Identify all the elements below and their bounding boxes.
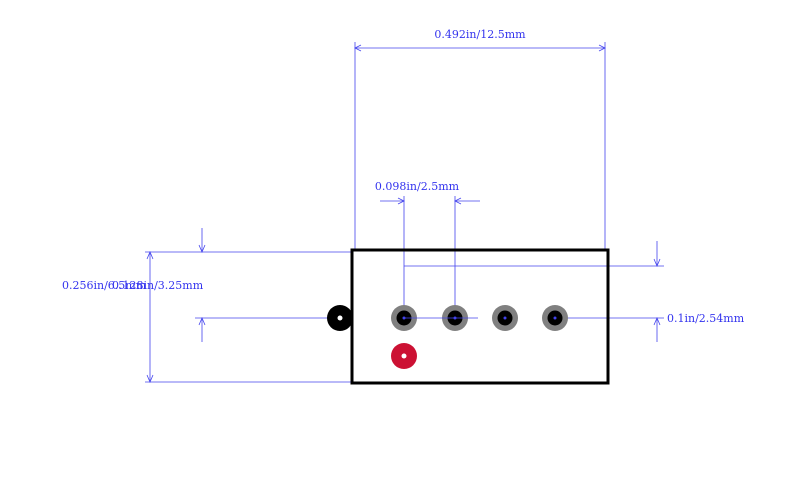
arrow-left-icon [354,44,362,52]
pad-row [391,305,568,331]
overall-width-dimension: 0.492in/12.5mm [354,28,606,250]
arrow-in-left-icon [397,197,405,205]
pin-pitch-dimension: 0.098in/2.5mm [375,180,480,318]
red-dot-center-icon [401,353,407,359]
arrow-down-icon [146,374,154,384]
right-pitch-dimension: 0.1in/2.54mm [404,241,745,342]
right-pitch-label: 0.1in/2.54mm [667,312,745,325]
arrow-right-top-icon [653,258,661,268]
body-outline [350,248,610,385]
arrow-up-icon [146,250,154,260]
pin1-center-icon [337,315,343,321]
pin-pitch-label: 0.098in/2.5mm [375,180,460,193]
courtyard-outline [351,249,609,384]
overall-width-label: 0.492in/12.5mm [434,28,526,41]
left-height-dimensions: 0.256in/6.5mm 0.128in/3.25mm [62,228,352,384]
component-outline [350,248,610,385]
arrow-right-bottom-icon [653,316,661,326]
pad-4 [542,305,568,331]
left-height-label-b: 0.128in/3.25mm [112,279,204,292]
left-height-label-a: 0.256in/6.5mm [62,279,147,292]
pin1-marker [327,305,353,331]
arrow-offset-bottom-icon [198,316,206,326]
arrow-offset-top-icon [198,244,206,254]
arrow-right-icon [598,44,606,52]
pad-3 [492,305,518,331]
pad-center-icon [553,316,557,320]
red-marker [391,343,417,369]
arrow-in-right-icon [454,197,462,205]
pad-center-icon [503,316,507,320]
